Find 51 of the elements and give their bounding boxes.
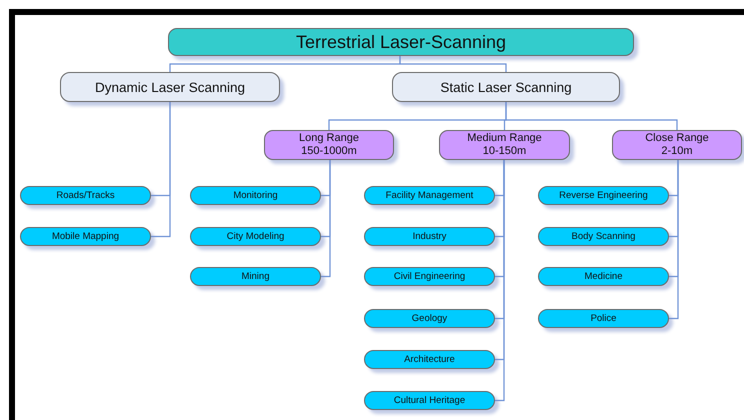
application-box: [364, 391, 495, 410]
application-box: [364, 350, 495, 369]
node-label: Facility Management: [386, 190, 474, 201]
node-label: Medicine: [584, 271, 623, 282]
node-label: Close Range: [645, 132, 709, 145]
range-box: [439, 130, 570, 160]
application-box: [20, 227, 151, 246]
node-label: Reverse Engineering: [559, 190, 648, 201]
range-label: 150-1000m: [301, 145, 357, 158]
node-label: Roads/Tracks: [56, 190, 115, 201]
node-label: Terrestrial Laser-Scanning: [296, 32, 506, 52]
application-box: [190, 267, 321, 286]
connector-line: [669, 160, 679, 320]
node-label: Civil Engineering: [394, 271, 466, 282]
application-box: [190, 227, 321, 246]
application-box: [538, 267, 669, 286]
node-label: Industry: [412, 231, 446, 242]
title-box: [168, 28, 634, 56]
node-label: Mobile Mapping: [52, 231, 120, 242]
node-label: Architecture: [404, 354, 455, 365]
connector-line: [495, 160, 505, 402]
application-box: [364, 267, 495, 286]
application-box: [20, 186, 151, 205]
node-label: Mining: [242, 271, 270, 282]
node-label: Body Scanning: [572, 231, 636, 242]
connector-line: [505, 102, 678, 130]
connector-line: [399, 56, 507, 72]
node-label: Dynamic Laser Scanning: [94, 80, 246, 94]
application-box: [538, 186, 669, 205]
node-label: Cultural Heritage: [394, 395, 466, 406]
connector-line: [321, 160, 331, 278]
range-label: 2-10m: [661, 145, 693, 158]
application-box: [364, 309, 495, 328]
application-box: [364, 227, 495, 246]
application-box: [538, 227, 669, 246]
application-box: [190, 186, 321, 205]
node-label: Monitoring: [233, 190, 278, 201]
category-box: [60, 72, 280, 102]
range-box: [612, 130, 742, 160]
node-label: Long Range: [299, 132, 359, 145]
application-box: [538, 309, 669, 328]
node-label: Police: [590, 313, 616, 324]
range-box: [264, 130, 394, 160]
range-label: 10-150m: [482, 145, 526, 158]
node-label: Medium Range: [467, 132, 542, 145]
connector-line: [151, 102, 171, 238]
category-box: [392, 72, 620, 102]
node-label: Geology: [412, 313, 448, 324]
node-label: City Modeling: [226, 231, 284, 242]
node-label: Static Laser Scanning: [440, 80, 572, 94]
application-box: [364, 186, 495, 205]
